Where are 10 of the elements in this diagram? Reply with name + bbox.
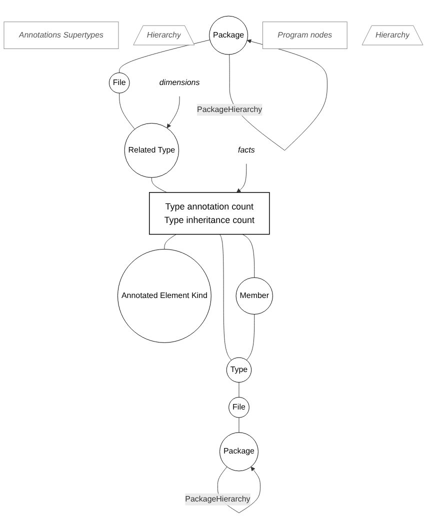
connector (220, 234, 232, 360)
connector (119, 92, 135, 130)
connector (119, 40, 210, 74)
connector (238, 382, 240, 398)
connector (238, 417, 240, 433)
node-box: Type annotation count Type inheritance count (149, 192, 270, 235)
connector (246, 314, 255, 360)
connector (242, 234, 255, 278)
connector (151, 177, 168, 193)
connector (164, 234, 177, 250)
